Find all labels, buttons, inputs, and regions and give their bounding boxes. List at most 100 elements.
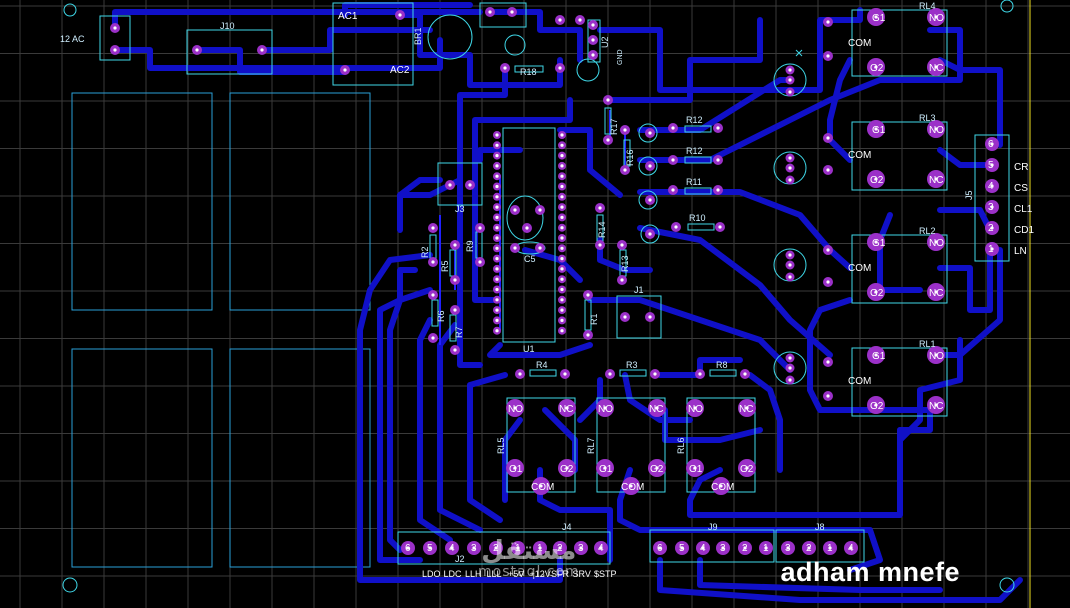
label-ac1: AC1 [338, 11, 358, 22]
pad [428, 290, 438, 300]
pad [558, 161, 566, 170]
pad [485, 7, 495, 17]
pad [927, 396, 945, 414]
watermark-latin: mostaql.com [478, 564, 580, 580]
label-r7: R7 [454, 326, 464, 338]
pad [475, 257, 485, 267]
j9-pin-number: 6 [657, 543, 663, 554]
relay-com: COM [531, 482, 554, 493]
label-r16: R16 [625, 149, 635, 166]
j9-pin-number: 2 [742, 543, 748, 554]
pad [500, 63, 510, 73]
label-j8: J8 [815, 522, 825, 532]
j2-pin-number: 6 [405, 543, 411, 554]
pad [596, 459, 614, 477]
pad [558, 264, 566, 273]
pad [927, 58, 945, 76]
label-r5: R5 [440, 260, 450, 272]
pad [493, 326, 501, 335]
pad [622, 477, 640, 495]
pad [738, 459, 756, 477]
j2-pin-number: 2 [493, 543, 499, 554]
pad [493, 161, 501, 170]
pad [823, 245, 833, 255]
label-r3: R3 [626, 360, 638, 370]
relay-g2: G2 [870, 175, 884, 186]
relay-name: RL7 [586, 437, 596, 454]
pad [713, 155, 723, 165]
relay-g1: G1 [872, 13, 886, 24]
j5-pin-number: 6 [988, 139, 994, 150]
pad [428, 223, 438, 233]
pad [645, 128, 655, 138]
j9-pin-number: 1 [763, 543, 769, 554]
pad [617, 275, 627, 285]
pad [192, 45, 202, 55]
pad [493, 234, 501, 242]
pad [450, 345, 460, 355]
bottom-signal-label: LLH [465, 569, 482, 579]
pad [785, 163, 795, 173]
pad [823, 133, 833, 143]
pad [802, 541, 816, 555]
pad [110, 23, 120, 33]
bottom-signal-label: LDC [444, 569, 463, 579]
pad [785, 75, 795, 85]
pad [645, 161, 655, 171]
pad [867, 346, 885, 364]
pad [867, 120, 885, 138]
label-c5: C5 [524, 254, 536, 264]
label-ac2: AC2 [390, 65, 410, 76]
pad [867, 396, 885, 414]
pad [506, 399, 524, 417]
relay-nc: NC [929, 175, 943, 186]
pad [844, 541, 858, 555]
label-br1: BR1 [413, 27, 423, 45]
pad [823, 277, 833, 287]
relay-g2: G2 [870, 288, 884, 299]
relay-name: RL6 [676, 437, 686, 454]
relay-no: NO [929, 238, 944, 249]
pad [650, 369, 660, 379]
pads [110, 7, 999, 555]
relay-g2: G2 [560, 464, 574, 475]
pad [617, 240, 627, 250]
relay-com: COM [848, 263, 871, 274]
pad [450, 305, 460, 315]
pad [823, 391, 833, 401]
pad [428, 333, 438, 343]
j9-pin-number: 4 [848, 543, 854, 554]
pad [558, 285, 566, 294]
j2-pin-number: 2 [557, 543, 563, 554]
relay-nc: NC [929, 288, 943, 299]
pad [823, 17, 833, 27]
pad [620, 165, 630, 175]
pad [493, 295, 501, 304]
pad [603, 95, 613, 105]
j2-pin-number: 1 [515, 543, 521, 554]
pad [927, 283, 945, 301]
relay-name: RL1 [919, 339, 936, 349]
pad [401, 541, 415, 555]
pad [675, 541, 689, 555]
pad [716, 541, 730, 555]
relay-g2: G2 [740, 464, 754, 475]
pad [340, 65, 350, 75]
relay-no: NO [508, 404, 523, 415]
relay-com: COM [848, 38, 871, 49]
label-r11: R11 [686, 177, 702, 187]
pad [507, 7, 517, 17]
relay-no: NO [929, 13, 944, 24]
j5-pin-number: 4 [988, 181, 994, 192]
j5-pin-number: 3 [988, 202, 994, 213]
label-r14: R14 [597, 221, 607, 238]
pad [781, 541, 795, 555]
pad [645, 195, 655, 205]
bottom-signal-label: LDO [422, 569, 441, 579]
pad [785, 250, 795, 260]
label-power-in: 12 AC [60, 34, 85, 44]
pad [785, 87, 795, 97]
